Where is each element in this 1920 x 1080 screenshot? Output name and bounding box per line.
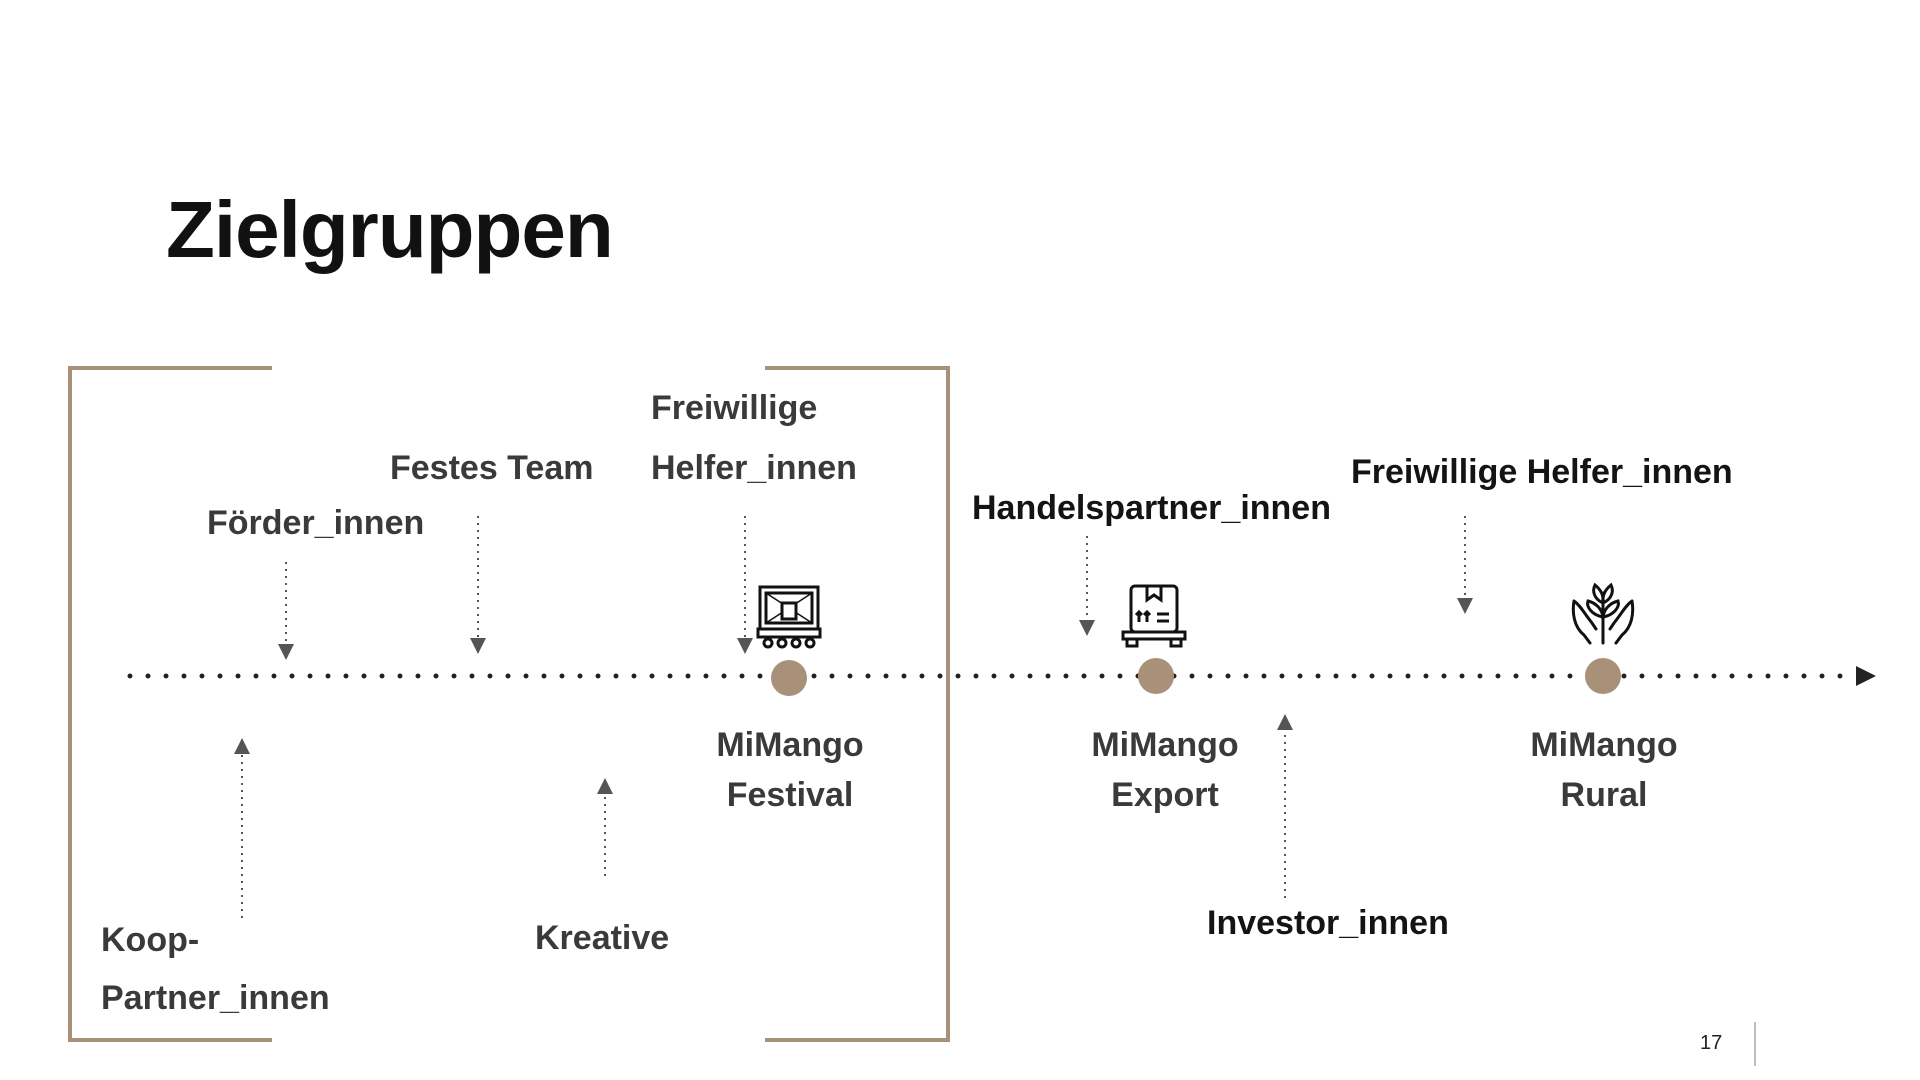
milestone-dot-festival — [771, 660, 807, 696]
group-bracket-right — [765, 366, 950, 1042]
hands-plant-icon — [1571, 582, 1635, 645]
project-festival-line1: MiMango — [716, 726, 864, 764]
label-investor: Investor_innen — [1207, 904, 1449, 942]
page-number-divider — [1754, 1022, 1756, 1066]
project-export-line1: MiMango — [1091, 726, 1239, 764]
project-rural-name: MiMango Rural — [1504, 720, 1704, 820]
project-rural-line1: MiMango — [1530, 726, 1678, 764]
label-freiwillige-1-line1: Freiwillige — [651, 389, 818, 427]
project-rural-line2: Rural — [1560, 776, 1648, 814]
project-festival-name: MiMango Festival — [690, 720, 890, 820]
label-handelspartner: Handelspartner_innen — [972, 489, 1331, 527]
project-export-name: MiMango Export — [1065, 720, 1265, 820]
project-festival-line2: Festival — [726, 776, 854, 814]
label-freiwillige-1-line2: Helfer_innen — [651, 449, 857, 487]
label-foerder: Förder_innen — [207, 504, 425, 542]
label-koop-line1: Koop- — [101, 921, 200, 959]
label-koop-line2: Partner_innen — [101, 979, 330, 1017]
milestone-dot-rural — [1585, 658, 1621, 694]
slide-title: Zielgruppen — [166, 185, 614, 274]
delivery-box-icon — [1121, 584, 1187, 648]
label-freiwillige-2: Freiwillige Helfer_innen — [1351, 453, 1733, 491]
label-kreative: Kreative — [535, 919, 670, 957]
timeline-arrowhead — [1856, 666, 1876, 686]
label-festes-team: Festes Team — [390, 449, 594, 487]
festival-stage-icon — [756, 585, 822, 649]
milestone-dot-export — [1138, 658, 1174, 694]
page-number: 17 — [1700, 1032, 1723, 1054]
group-bracket-left — [68, 366, 272, 1042]
project-export-line2: Export — [1111, 776, 1219, 814]
